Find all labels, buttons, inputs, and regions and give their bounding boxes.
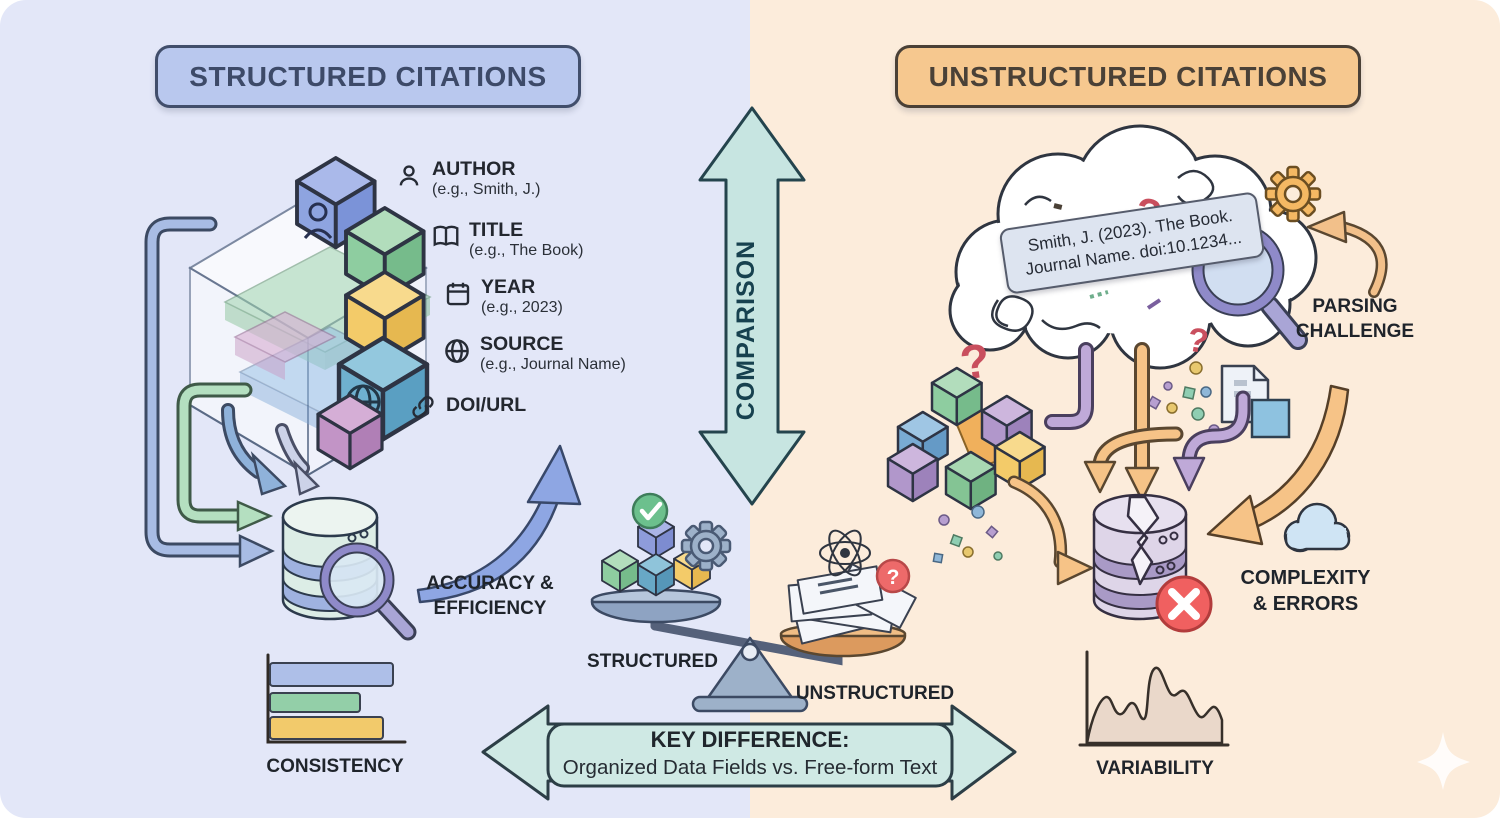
structured-flow-arrows (144, 216, 321, 568)
small-cloud-icon (1283, 502, 1351, 553)
accuracy-efficiency-label: ACCURACY & EFFICIENCY (405, 572, 575, 621)
scale-unstructured-label: UNSTRUCTURED (795, 683, 955, 704)
papers-stack (787, 563, 917, 645)
field-example: (e.g., 2023) (481, 299, 563, 317)
unstructured-header: UNSTRUCTURED CITATIONS (895, 45, 1361, 108)
field-name: AUTHOR (432, 158, 516, 180)
accuracy-line1: ACCURACY & (426, 573, 554, 594)
field-name: YEAR (481, 276, 536, 298)
comparison-label: COMPARISON (732, 239, 760, 421)
field-example: (e.g., Journal Name) (480, 356, 626, 374)
sparkle-icon (1417, 732, 1470, 790)
consistency-bar-1 (269, 662, 394, 687)
link-icon (412, 395, 434, 419)
key-difference-banner-body (546, 722, 954, 788)
magnifier-left-icon (319, 542, 417, 641)
gear-icon (680, 520, 732, 572)
parsing-line2: CHALLENGE (1295, 320, 1415, 342)
gear-orange-icon (1264, 165, 1322, 223)
comparison-double-arrow (698, 106, 806, 506)
parsing-line1: PARSING (1312, 296, 1398, 317)
check-icon (631, 492, 669, 530)
consistency-bar-2 (269, 692, 361, 713)
variability-chart (1078, 650, 1230, 747)
globe-icon (445, 339, 469, 363)
field-cubes (295, 156, 427, 471)
question-glyph: ? (887, 566, 900, 589)
broken-database-icon (1092, 493, 1213, 633)
field-example: (e.g., The Book) (469, 242, 584, 260)
complexity-arrow (1206, 384, 1350, 546)
parsing-challenge-arrow (1306, 210, 1388, 298)
complexity-errors-label: COMPLEXITY & ERRORS (1233, 565, 1378, 617)
question-badge-icon: ? (875, 558, 911, 594)
person-icon (399, 165, 419, 186)
accuracy-swoosh-arrow (416, 444, 582, 604)
blue-square-icon (1250, 398, 1291, 439)
data-fragments-left (932, 505, 1003, 564)
tangle-icon (819, 529, 871, 577)
data-fragments-right (1147, 361, 1220, 436)
person-on-cube-icon (303, 202, 333, 239)
structured-header: STRUCTURED CITATIONS (155, 45, 581, 108)
complexity-line2: & ERRORS (1252, 593, 1359, 615)
crack-icon (1126, 495, 1160, 586)
parsing-challenge-label: PARSING CHALLENGE (1285, 295, 1425, 344)
field-name: TITLE (469, 219, 524, 241)
accuracy-line2: EFFICIENCY (433, 597, 547, 619)
structured-database-icon (281, 496, 417, 641)
scale-structured-label: STRUCTURED (587, 651, 718, 672)
key-difference-title: KEY DIFFERENCE: (650, 727, 850, 752)
key-difference-subtitle: Organized Data Fields vs. Free-form Text (562, 756, 938, 779)
field-example: (e.g., Smith, J.) (432, 181, 541, 199)
consistency-label: CONSISTENCY (266, 756, 404, 777)
field-name: SOURCE (480, 333, 564, 355)
consistency-chart (266, 653, 407, 744)
calendar-icon (446, 282, 470, 306)
error-x-icon (1155, 575, 1213, 633)
consistency-bar-3 (269, 716, 384, 740)
complexity-line1: COMPLEXITY (1240, 567, 1371, 589)
unstructured-flow-arrows (1007, 342, 1251, 586)
balance-scale: ? (590, 492, 917, 713)
jumbled-cubes (886, 366, 1046, 511)
variability-label: VARIABILITY (1096, 758, 1214, 779)
field-name: DOI/URL (446, 394, 527, 416)
book-icon (433, 225, 459, 247)
